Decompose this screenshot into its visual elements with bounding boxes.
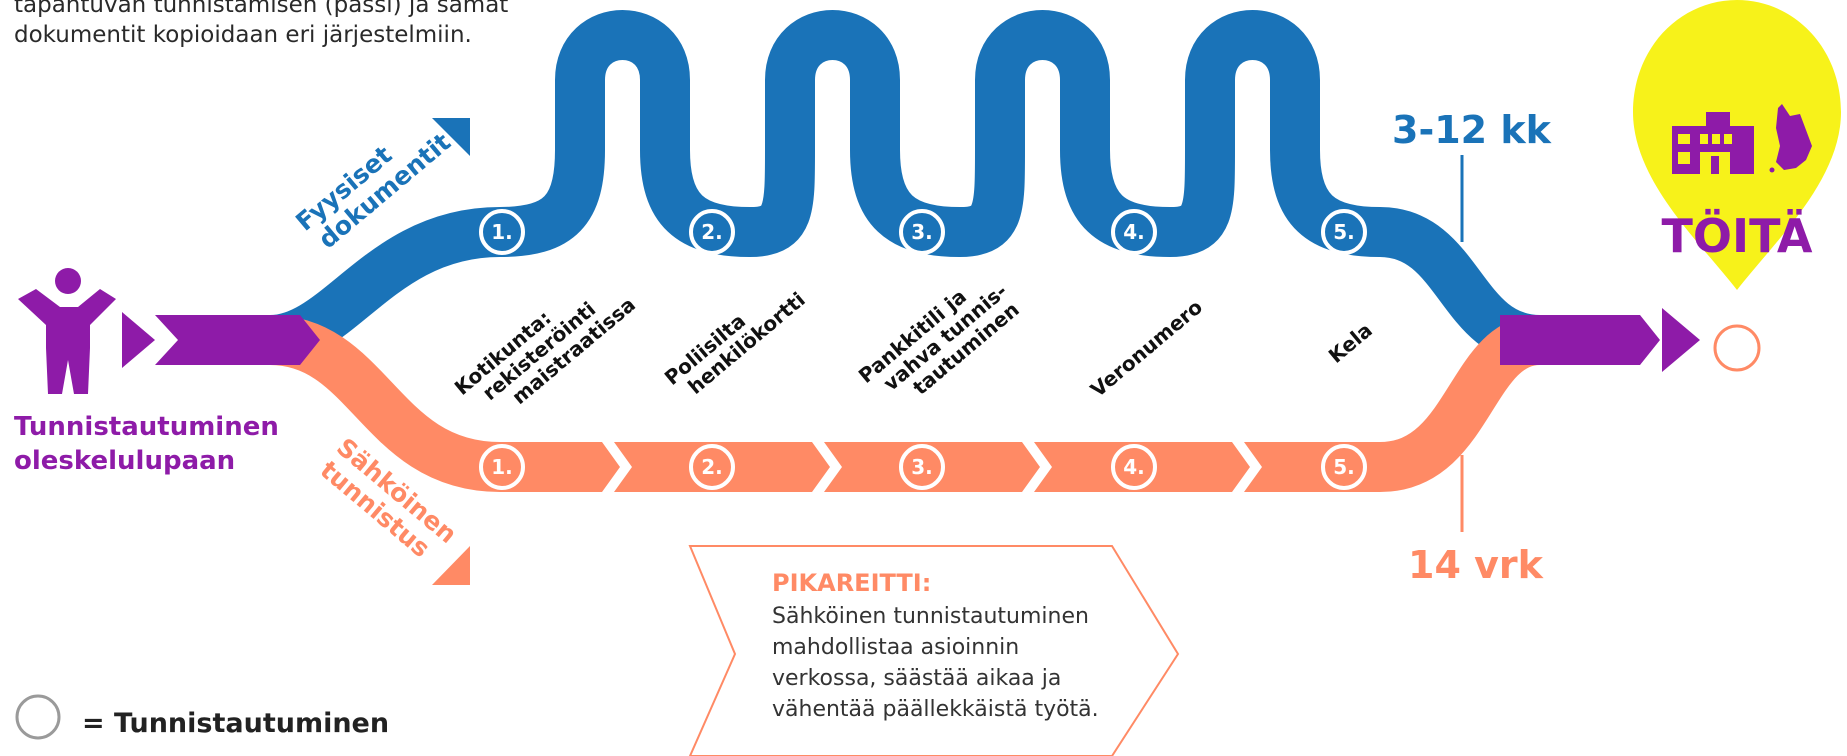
goal-label: TÖITÄ — [1661, 209, 1812, 263]
end-triangle — [1662, 308, 1700, 372]
building-icon — [1672, 112, 1754, 174]
intro-text: tapahtuvan tunnistamisen (passi) ja sama… — [14, 0, 514, 50]
person-icon — [18, 268, 116, 394]
fast-track-line-4: vähentää päällekkäistä työtä. — [772, 697, 1099, 722]
electronic-duration: 14 vrk — [1408, 543, 1543, 587]
step-2-label: Poliisilta henkilökortti — [660, 270, 810, 406]
step-4-label: Veronumero — [1086, 295, 1207, 402]
chevron-separator — [1022, 442, 1052, 492]
physical-step-2-number: 2. — [701, 220, 723, 244]
fast-track-text: PIKAREITTI: Sähköinen tunnistautuminen m… — [772, 568, 1112, 725]
physical-route-pointer — [432, 118, 470, 156]
chevron-separator — [1232, 442, 1262, 492]
electronic-step-markers — [479, 444, 1367, 490]
physical-step-3-number: 3. — [911, 220, 933, 244]
electronic-step-5-number: 5. — [1333, 455, 1355, 479]
physical-step-4-number: 4. — [1123, 220, 1145, 244]
step-labels: Kotikunta: rekisteröinti maistraatissa P… — [450, 257, 1377, 434]
intro-line-2: dokumentit kopioidaan eri järjestelmiin. — [14, 22, 472, 48]
start-label-line-2: oleskelulupaan — [14, 446, 236, 476]
start-chevron-band — [155, 315, 320, 365]
start-triangle — [122, 312, 155, 368]
physical-route-path — [268, 10, 1542, 365]
chevron-separator — [812, 442, 842, 492]
chevron-separators — [602, 442, 1262, 492]
chevron-separator — [602, 442, 632, 492]
physical-step-5-number: 5. — [1333, 220, 1355, 244]
finland-icon — [1769, 104, 1812, 173]
start-arrow — [122, 312, 320, 368]
physical-step-markers — [479, 209, 1367, 255]
electronic-step-2-number: 2. — [701, 455, 723, 479]
physical-step-numbers: 1. 2. 3. 4. 5. — [491, 220, 1355, 244]
start-label-line-1: Tunnistautuminen — [14, 412, 279, 442]
electronic-step-3-number: 3. — [911, 455, 933, 479]
fast-track-line-2: mahdollistaa asioinnin — [772, 635, 1020, 660]
fast-track-line-3: verkossa, säästää aikaa ja — [772, 666, 1062, 691]
legend-circle-icon — [15, 694, 61, 740]
step-5-label: Kela — [1324, 318, 1377, 368]
electronic-step-4-number: 4. — [1123, 455, 1145, 479]
fast-track-line-1: Sähköinen tunnistautuminen — [772, 604, 1089, 629]
end-arrow — [1500, 308, 1700, 372]
electronic-step-numbers: 1. 2. 3. 4. 5. — [491, 455, 1355, 479]
step-1-label: Kotikunta: rekisteröinti maistraatissa — [450, 259, 640, 434]
physical-step-1-number: 1. — [491, 220, 513, 244]
legend-text: = Tunnistautuminen — [82, 708, 390, 739]
intro-line-1: tapahtuvan tunnistamisen (passi) ja sama… — [14, 0, 509, 18]
step-3-label: Pankkitili ja vahva tunnis- tautuminen — [854, 257, 1031, 421]
electronic-route-pointer — [432, 546, 470, 585]
goal-marker-circle — [1713, 324, 1761, 372]
electronic-step-1-number: 1. — [491, 455, 513, 479]
fast-track-title: PIKAREITTI: — [772, 569, 932, 597]
physical-duration: 3-12 kk — [1392, 108, 1551, 152]
end-band — [1500, 315, 1660, 365]
start-label: Tunnistautuminen oleskelulupaan — [14, 410, 279, 478]
fast-track-box — [688, 545, 1180, 756]
